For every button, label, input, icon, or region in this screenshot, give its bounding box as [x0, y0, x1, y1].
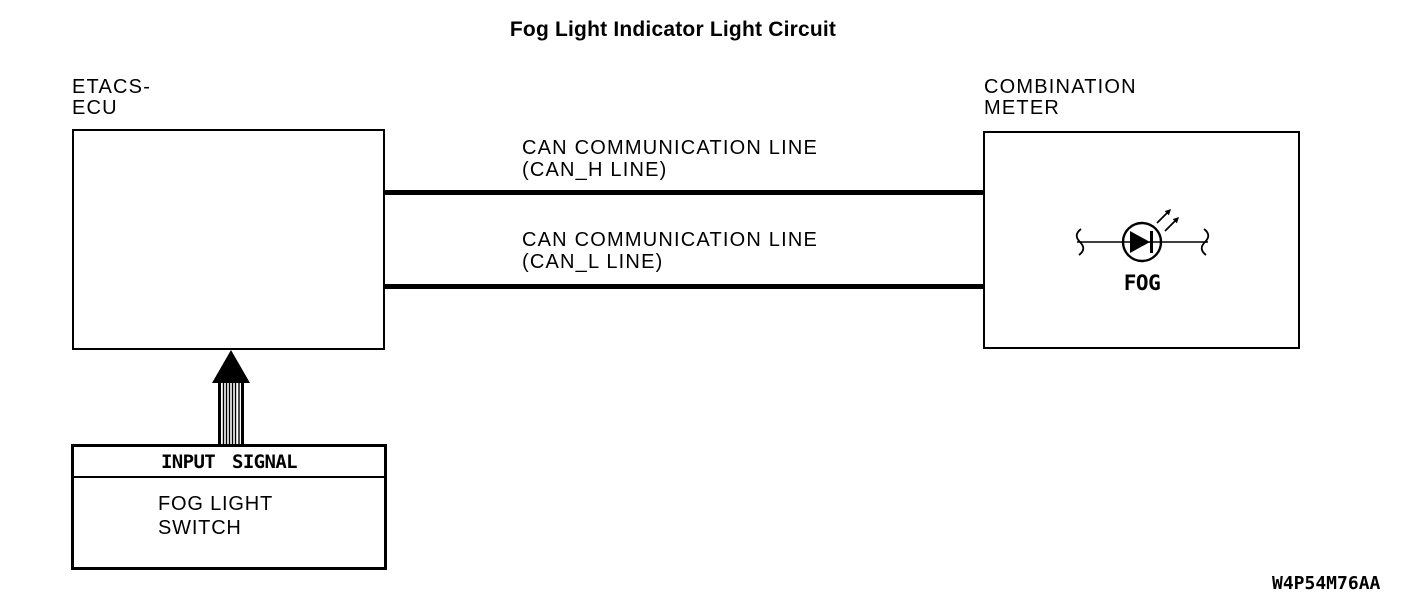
- fog-light-switch-label-line1: FOG LIGHT: [158, 493, 273, 515]
- fog-indicator-led-icon: [1075, 209, 1210, 263]
- fog-indicator-label: FOG: [1123, 271, 1161, 295]
- etacs-ecu-box: [72, 129, 385, 350]
- can-h-wire-label-line1: CAN COMMUNICATION LINE: [522, 137, 819, 159]
- fog-light-switch-label-line2: SWITCH: [158, 517, 242, 539]
- etacs-ecu-label-line2: ECU: [72, 97, 118, 119]
- diagram-title: Fog Light Indicator Light Circuit: [509, 18, 837, 41]
- combination-meter-label-line1: COMBINATION: [984, 76, 1137, 98]
- combination-meter-label-line2: METER: [984, 97, 1060, 119]
- fog-light-switch-box: INPUT SIGNAL FOG LIGHT SWITCH: [71, 444, 387, 570]
- input-signal-header: INPUT SIGNAL: [74, 447, 384, 478]
- can-l-wire-label: CAN COMMUNICATION LINE (CAN_L LINE): [522, 229, 818, 273]
- combination-meter-label: COMBINATION METER: [984, 77, 1137, 119]
- fog-light-switch-label: FOG LIGHT SWITCH: [74, 478, 384, 540]
- can-h-wire: [385, 190, 983, 195]
- input-signal-arrow-icon: [212, 350, 250, 444]
- can-h-wire-label-line2: (CAN_H LINE): [522, 159, 668, 181]
- figure-code: W4P54M76AA: [1272, 573, 1381, 594]
- can-l-wire-label-line1: CAN COMMUNICATION LINE: [522, 229, 819, 251]
- can-l-wire: [385, 284, 983, 289]
- etacs-ecu-label: ETACS- ECU: [72, 77, 151, 119]
- can-l-wire-label-line2: (CAN_L LINE): [522, 251, 664, 273]
- can-h-wire-label: CAN COMMUNICATION LINE (CAN_H LINE): [522, 137, 818, 181]
- etacs-ecu-label-line1: ETACS-: [72, 76, 152, 98]
